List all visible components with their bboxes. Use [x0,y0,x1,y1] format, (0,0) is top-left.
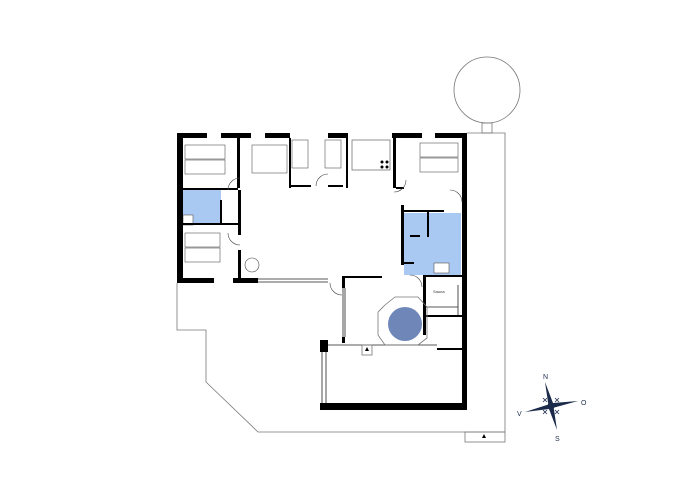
sauna-label: Sauna [433,289,445,294]
kitchen-counter [351,139,391,171]
doors [227,173,463,296]
arrow-icon [365,347,369,351]
compass-icon [525,382,578,430]
stove-icon [380,160,384,164]
windows [258,278,459,403]
terrace-step [464,431,506,443]
compass-south: S [555,436,560,443]
tree-circle [453,56,521,124]
stove-icon [385,160,389,164]
compass-north: N [543,374,548,381]
stove-icon [385,165,389,169]
steps [361,344,373,356]
compass-east: O [581,400,587,407]
tree-trunk [481,122,493,134]
washbasin [433,262,450,274]
beds [184,139,459,263]
pool [388,307,422,341]
bathroom-right [404,213,461,275]
compass-west: V [517,411,522,418]
terrace-outline [176,132,506,433]
walls [177,133,467,410]
entrance-arrow-icon [482,434,486,438]
stove-icon [380,165,384,169]
pool-deck [377,296,428,346]
